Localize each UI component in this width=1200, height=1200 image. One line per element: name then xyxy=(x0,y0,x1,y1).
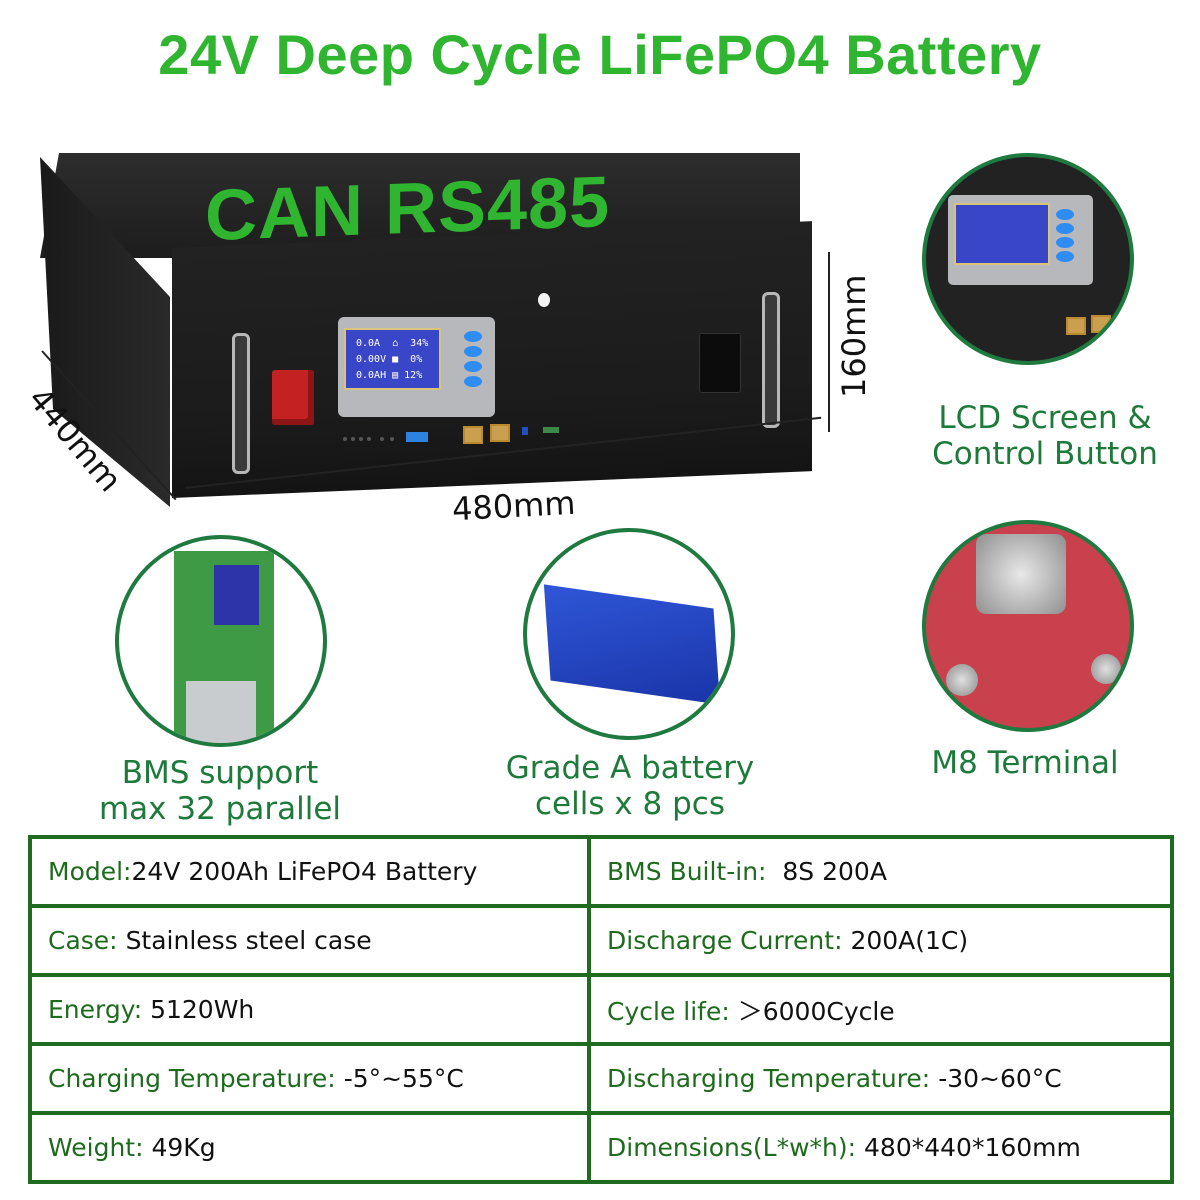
lcd-screen: 0.0A ⌂ 34% 0.00V ■ 0% 0.0AH ▤ 12% xyxy=(344,328,441,390)
led-icon xyxy=(351,437,355,441)
table-row: Energy: 5120Wh Cycle life: ＞6000Cycle xyxy=(28,973,1174,1046)
bms-feature-image xyxy=(115,535,327,747)
spec-value: 200A(1C) xyxy=(850,926,969,955)
lcd-screen-closeup xyxy=(954,203,1050,265)
spec-cell: Dimensions(L*w*h): 480*440*160mm xyxy=(587,1111,1174,1184)
spec-cell: Cycle life: ＞6000Cycle xyxy=(587,973,1174,1046)
spec-cell: BMS Built-in: 8S 200A xyxy=(587,835,1174,908)
m8-bolt-icon xyxy=(976,534,1066,614)
page-title: 24V Deep Cycle LiFePO4 Battery xyxy=(158,23,1042,86)
caption-line: Control Button xyxy=(932,436,1158,472)
lcd-panel-closeup xyxy=(948,195,1093,285)
spec-key: Dimensions(L*w*h): xyxy=(607,1133,857,1162)
led-icon xyxy=(390,437,394,441)
height-dimension-label: 160mm xyxy=(835,274,873,398)
enter-button-icon xyxy=(1056,223,1074,234)
spec-cell: Case: Stainless steel case xyxy=(28,904,591,977)
caption-line: M8 Terminal xyxy=(931,745,1119,781)
terminal-feature-caption: M8 Terminal xyxy=(905,745,1145,781)
spec-key: Discharge Current: xyxy=(607,926,843,955)
right-handle-icon xyxy=(762,292,780,428)
caption-line: cells x 8 pcs xyxy=(535,786,725,822)
spec-value: -5°~55°C xyxy=(343,1064,464,1093)
spec-value: 8S 200A xyxy=(782,857,887,886)
spec-key: Energy: xyxy=(48,995,143,1024)
height-dimension-line xyxy=(828,252,830,432)
bms-board-icon xyxy=(174,551,274,743)
menu-button-icon xyxy=(464,331,482,342)
reset-button-icon xyxy=(522,427,528,435)
spec-cell: Weight: 49Kg xyxy=(28,1111,591,1184)
caption-line: max 32 parallel xyxy=(98,791,342,827)
length-dimension-label: 480mm xyxy=(451,483,577,529)
spec-key: Model: xyxy=(48,857,132,886)
led-icon xyxy=(367,437,371,441)
lcd-feature-image xyxy=(922,153,1134,365)
spec-value: 480*440*160mm xyxy=(864,1133,1081,1162)
dip-switch-icon xyxy=(406,432,428,442)
spec-key: Weight: xyxy=(48,1133,144,1162)
bms-lcd-icon xyxy=(214,565,259,625)
spec-value: ＞6000Cycle xyxy=(737,996,895,1026)
positive-terminal-icon xyxy=(272,370,314,425)
down-button-icon xyxy=(1056,237,1074,248)
enter-button-icon xyxy=(464,346,482,357)
caption-line: LCD Screen & xyxy=(938,400,1152,436)
rj45-port-icon xyxy=(1091,315,1111,333)
lcd-control-panel: 0.0A ⌂ 34% 0.00V ■ 0% 0.0AH ▤ 12% xyxy=(338,317,495,417)
spec-cell: Discharge Current: 200A(1C) xyxy=(587,904,1174,977)
spec-table: Model:24V 200Ah LiFePO4 Battery BMS Buil… xyxy=(28,835,1174,1184)
screw-icon xyxy=(946,664,978,696)
spec-key: Charging Temperature: xyxy=(48,1064,336,1093)
lcd-line: 0.0A ⌂ 34% xyxy=(356,338,429,349)
esc-button-icon xyxy=(464,376,482,387)
spec-key: Case: xyxy=(48,926,118,955)
down-button-icon xyxy=(464,361,482,372)
spec-value: Stainless steel case xyxy=(125,926,372,955)
rj45-port-icon xyxy=(490,424,510,442)
spec-key: Discharging Temperature: xyxy=(607,1064,931,1093)
spec-key: BMS Built-in: xyxy=(607,857,767,886)
cells-feature-image xyxy=(523,528,735,740)
can-rs485-label: CAN RS485 xyxy=(205,161,611,257)
spec-cell: Model:24V 200Ah LiFePO4 Battery xyxy=(28,835,591,908)
spec-value: 49Kg xyxy=(151,1133,216,1162)
heatsink-icon xyxy=(186,681,256,743)
caption-line: BMS support xyxy=(121,755,319,791)
screw-icon xyxy=(1091,654,1121,684)
led-icon xyxy=(359,437,363,441)
spec-value: 5120Wh xyxy=(150,995,255,1024)
dry-contact-icon xyxy=(543,427,559,433)
lcd-line: 0.0AH ▤ 12% xyxy=(356,370,423,381)
lcd-line: 0.00V ■ 0% xyxy=(356,354,423,365)
table-row: Case: Stainless steel case Discharge Cur… xyxy=(28,904,1174,977)
table-row: Weight: 49Kg Dimensions(L*w*h): 480*440*… xyxy=(28,1111,1174,1184)
battery-cell-icon xyxy=(543,584,721,705)
spec-cell: Energy: 5120Wh xyxy=(28,973,591,1046)
menu-button-icon xyxy=(1056,209,1074,220)
left-handle-icon xyxy=(232,333,250,474)
table-row: Charging Temperature: -5°~55°C Dischargi… xyxy=(28,1042,1174,1115)
esc-button-icon xyxy=(1056,251,1074,262)
power-knob-icon xyxy=(538,293,550,307)
lcd-feature-caption: LCD Screen & Control Button xyxy=(905,400,1185,472)
led-icon xyxy=(343,437,347,441)
negative-terminal-icon xyxy=(699,333,741,393)
spec-value: -30~60°C xyxy=(938,1064,1062,1093)
led-icon xyxy=(380,437,384,441)
spec-key: Cycle life: xyxy=(607,996,730,1026)
terminal-feature-image xyxy=(922,520,1134,732)
rj45-port-icon xyxy=(1066,317,1086,335)
spec-cell: Charging Temperature: -5°~55°C xyxy=(28,1042,591,1115)
cells-feature-caption: Grade A battery cells x 8 pcs xyxy=(480,750,780,822)
rj45-port-icon xyxy=(463,426,483,444)
spec-value: 24V 200Ah LiFePO4 Battery xyxy=(131,857,478,886)
table-row: Model:24V 200Ah LiFePO4 Battery BMS Buil… xyxy=(28,835,1174,908)
spec-cell: Discharging Temperature: -30~60°C xyxy=(587,1042,1174,1115)
bms-feature-caption: BMS support max 32 parallel xyxy=(70,755,370,827)
caption-line: Grade A battery xyxy=(505,750,755,786)
